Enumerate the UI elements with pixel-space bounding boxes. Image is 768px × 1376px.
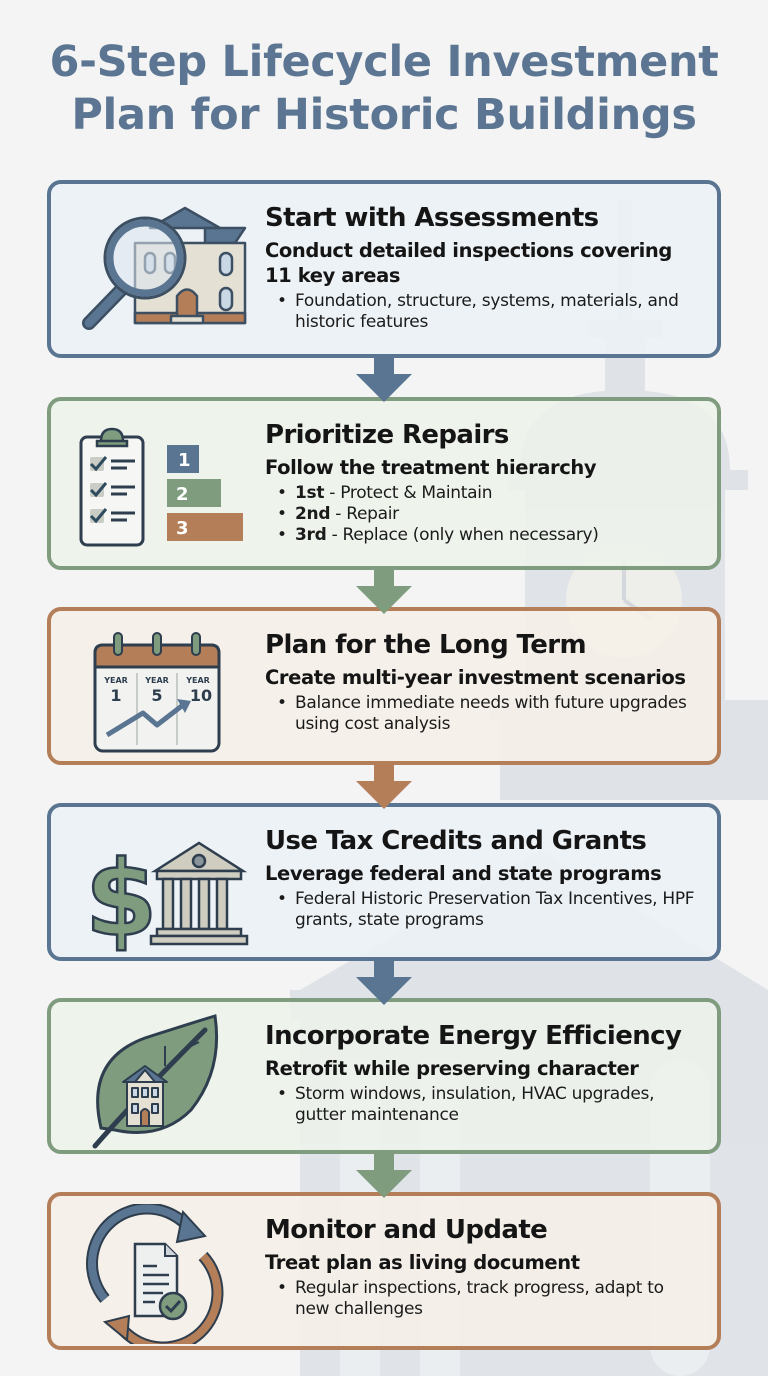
step-6-heading: Monitor and Update: [265, 1215, 548, 1245]
bullet-item: Balance immediate needs with future upgr…: [265, 693, 703, 735]
svg-text:2: 2: [176, 484, 189, 505]
step-2-heading: Prioritize Repairs: [265, 420, 509, 450]
step-4-bullets: Federal Historic Preservation Tax Incent…: [265, 889, 703, 931]
step-card-assessments: Start with Assessments Conduct detailed …: [47, 180, 721, 358]
bullet-item: 3rd - Replace (only when necessary): [265, 525, 703, 546]
bullet-item: Storm windows, insulation, HVAC upgrades…: [265, 1084, 703, 1126]
svg-text:10: 10: [190, 686, 212, 705]
step-card-energy-efficiency: Incorporate Energy Efficiency Retrofit w…: [47, 998, 721, 1154]
step-1-subheading: Conduct detailed inspections covering 11…: [265, 239, 672, 287]
step-1-bullets: Foundation, structure, systems, material…: [265, 291, 703, 333]
step-5-subheading: Retrofit while preserving character: [265, 1057, 639, 1080]
step-5-heading: Incorporate Energy Efficiency: [265, 1021, 682, 1051]
cycle-document-check-icon: [86, 1204, 224, 1344]
step-5-bullets: Storm windows, insulation, HVAC upgrades…: [265, 1084, 703, 1126]
bullet-item: Foundation, structure, systems, material…: [265, 291, 703, 333]
step-6-bullets: Regular inspections, track progress, ada…: [265, 1278, 703, 1320]
step-2-subheading: Follow the treatment hierarchy: [265, 456, 597, 479]
down-arrow-icon: [356, 1152, 412, 1198]
step-3-subheading: Create multi-year investment scenarios: [265, 666, 686, 689]
magnifier-house-icon: [82, 206, 247, 330]
bullet-item: Regular inspections, track progress, ada…: [265, 1278, 703, 1320]
step-4-subheading: Leverage federal and state programs: [265, 862, 662, 885]
leaf-house-icon: [92, 1014, 219, 1149]
svg-text:5: 5: [151, 686, 162, 705]
svg-text:YEAR: YEAR: [103, 676, 128, 685]
step-card-tax-credits: $ Use Tax Credits and Grants Leverage fe…: [47, 803, 721, 961]
down-arrow-icon: [356, 959, 412, 1005]
clipboard-checklist-icon: 1 2 3: [79, 427, 243, 547]
svg-text:1: 1: [178, 450, 191, 471]
step-card-monitor-update: Monitor and Update Treat plan as living …: [47, 1192, 721, 1350]
title-line-1: 6-Step Lifecycle Investment: [49, 37, 719, 87]
bullet-item: Federal Historic Preservation Tax Incent…: [265, 889, 703, 931]
step-card-long-term: YEAR YEAR YEAR 1 5 10 Plan for the Long …: [47, 607, 721, 765]
page-title: 6-Step Lifecycle Investment Plan for His…: [0, 36, 768, 142]
calendar-growth-icon: YEAR YEAR YEAR 1 5 10: [93, 632, 221, 753]
title-line-2: Plan for Historic Buildings: [71, 90, 697, 140]
svg-text:YEAR: YEAR: [185, 676, 210, 685]
svg-text:1: 1: [110, 686, 121, 705]
step-card-prioritize-repairs: 1 2 3 Prioritize Repairs Follow the trea…: [47, 397, 721, 570]
down-arrow-icon: [356, 356, 412, 402]
step-3-bullets: Balance immediate needs with future upgr…: [265, 693, 703, 735]
down-arrow-icon: [356, 568, 412, 614]
step-6-subheading: Treat plan as living document: [265, 1251, 580, 1274]
bullet-item: 2nd - Repair: [265, 504, 703, 525]
svg-text:3: 3: [176, 518, 189, 539]
step-4-heading: Use Tax Credits and Grants: [265, 826, 647, 856]
bullet-item: 1st - Protect & Maintain: [265, 483, 703, 504]
step-1-heading: Start with Assessments: [265, 203, 599, 233]
dollar-bank-icon: $: [84, 837, 249, 957]
svg-text:$: $: [85, 838, 157, 957]
step-2-bullets: 1st - Protect & Maintain 2nd - Repair 3r…: [265, 483, 703, 546]
svg-text:YEAR: YEAR: [144, 676, 169, 685]
step-3-heading: Plan for the Long Term: [265, 630, 587, 660]
down-arrow-icon: [356, 763, 412, 809]
